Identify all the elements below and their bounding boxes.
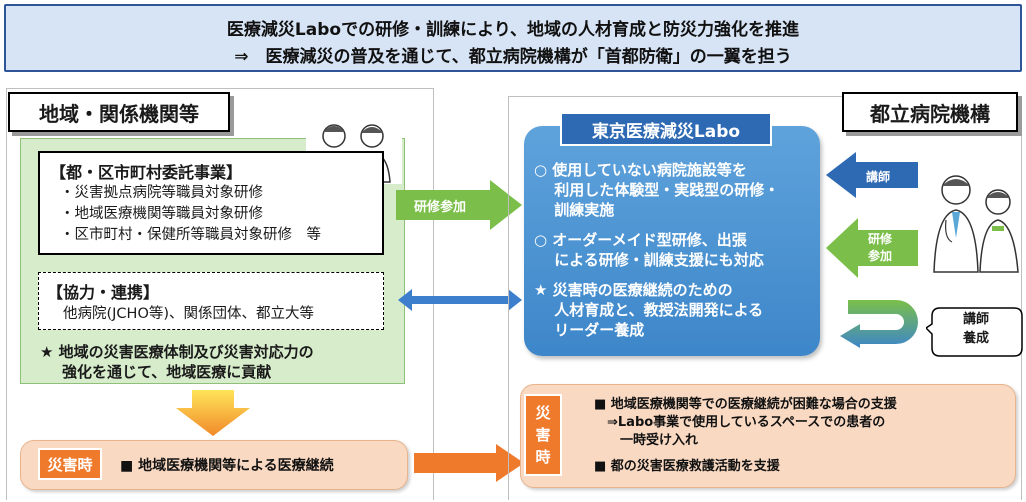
regional-contribution-line-2: 強化を通じて、地域医療に貢献 [62, 363, 272, 381]
regional-disaster-text: ■ 地域医療機関等による医療継続 [120, 458, 334, 474]
callout-line-1: 講師 [962, 312, 989, 327]
down-arrow-icon [176, 390, 250, 436]
labo-info-box [524, 126, 820, 356]
labo-title: 東京医療減災Labo [560, 112, 772, 146]
instructor-training-callout: 講師 養成 [936, 310, 1016, 348]
callout-bubble [926, 307, 1023, 357]
banner-line-2: ⇒ 医療減災の普及を通じて、都立病院機構が「首都防衛」の一翼を担う [234, 47, 792, 67]
disaster-right-arrow [414, 444, 524, 482]
commissioned-projects-box: 【都・区市町村委託事業】 ・災害拠点病院等職員対象研修 ・地域医療機関等職員対象… [38, 151, 384, 255]
metropolitan-hospital-panel [508, 96, 1022, 500]
commissioned-item-3: ・区市町村・保健所等職員対象研修 等 [60, 227, 321, 243]
right-training-label-2: 参加 [868, 249, 893, 263]
header-banner: 医療減災Laboでの研修・訓練により、地域の人材育成と防災力強化を推進 ⇒ 医療… [4, 4, 1022, 72]
cooperation-title: 【協力・連携】 [47, 283, 160, 302]
regional-contribution-line-1: ★ 地域の災害医療体制及び災害対応力の [40, 343, 314, 361]
hospital-disaster-line-3: 一時受け入れ [594, 433, 699, 448]
instructor-arrow [826, 152, 918, 198]
cooperation-box: 【協力・連携】 他病院(JCHO等)、関係団体、都立大等 [38, 272, 384, 330]
commissioned-projects-title: 【都・区市町村委託事業】 [50, 163, 243, 182]
labo-line-3: 訓練実施 [534, 201, 615, 219]
commissioned-item-1: ・災害拠点病院等職員対象研修 [60, 185, 263, 201]
callout-line-2: 養成 [962, 331, 989, 346]
regional-organizations-label: 地域・関係機関等 [8, 92, 230, 132]
hospital-disaster-line-2: ⇒Labo事業で使用しているスペースでの患者の [594, 415, 886, 430]
commissioned-item-2: ・地域医療機関等職員対象研修 [60, 206, 263, 222]
training-participation-label: 研修参加 [414, 200, 467, 215]
hospital-disaster-line-1: ■ 地域医療機関等での医療継続が困難な場合の支援 [594, 397, 897, 412]
hospital-disaster-tag: 災 害 時 [524, 394, 562, 476]
metropolitan-hospital-label: 都立病院機構 [842, 92, 1018, 132]
cooperation-text: 他病院(JCHO等)、関係団体、都立大等 [63, 306, 315, 322]
regional-disaster-tag: 災害時 [38, 448, 102, 480]
labo-line-6: ★ 災害時の医療継続のための [534, 281, 733, 299]
labo-line-7: 人材育成と、教授法開発による [534, 301, 764, 319]
right-training-label-1: 研修 [868, 232, 893, 246]
labo-line-5: による研修・訓練支援にも対応 [534, 251, 764, 269]
training-participation-arrow [396, 180, 522, 230]
labo-line-4: ○ オーダーメイド型研修、出張 [534, 231, 747, 249]
hospital-disaster-line-4: ■ 都の災害医療救護活動を支援 [594, 459, 780, 474]
u-turn-arrow-icon [840, 300, 918, 348]
labo-line-2: 利用した体験型・実践型の研修・ [534, 181, 780, 199]
labo-line-8: リーダー養成 [534, 321, 645, 339]
banner-line-1: 医療減災Laboでの研修・訓練により、地域の人材育成と防災力強化を推進 [226, 20, 800, 40]
doctor-nurse-icon [933, 175, 1019, 273]
hospital-disaster-bar [520, 384, 1016, 488]
instructor-arrow-label: 講師 [866, 170, 891, 184]
cooperation-double-arrow [398, 289, 522, 311]
right-training-arrow [826, 218, 918, 278]
labo-line-1: ○ 使用していない病院施設等を [534, 161, 747, 179]
regional-organizations-panel [6, 88, 434, 500]
